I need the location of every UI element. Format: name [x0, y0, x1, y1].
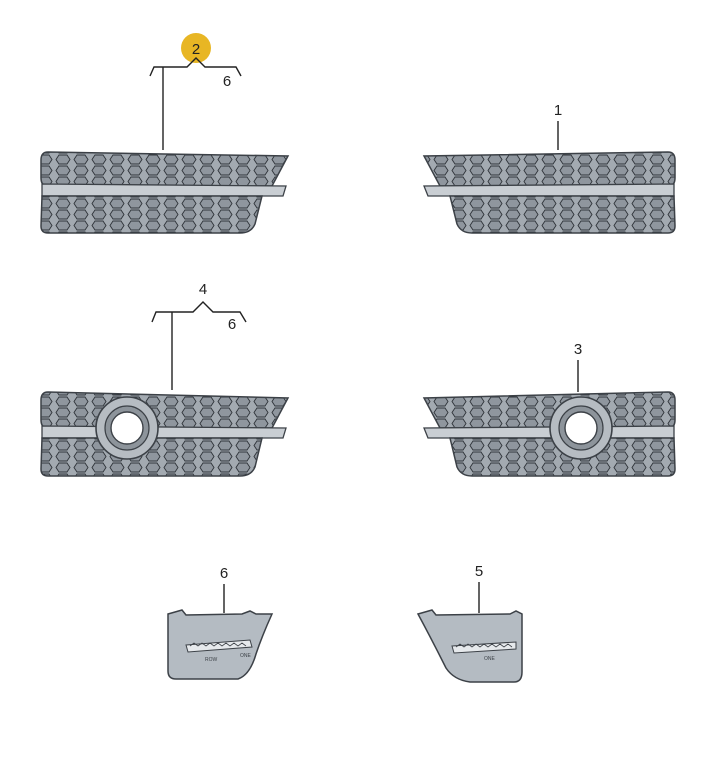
callout-label: 1 [554, 102, 562, 119]
callout-upper-left: 2 6 [149, 33, 242, 150]
callout-label: 5 [475, 563, 483, 580]
callout-label: 3 [574, 341, 582, 358]
callout-label: 2 [192, 41, 200, 58]
callout-middle-right: 3 [574, 341, 582, 392]
grille-middle-left [40, 391, 290, 477]
callout-label: 6 [223, 73, 231, 90]
grille-upper-right [422, 151, 676, 234]
callout-label: 4 [199, 281, 207, 298]
highlight-badge [181, 33, 211, 63]
callout-middle-left: 4 6 [151, 281, 247, 390]
cover-lower-right: ONE [416, 609, 523, 683]
cover-marking: ONE [240, 653, 252, 659]
fog-light-opening [564, 411, 598, 445]
callout-upper-right: 1 [554, 102, 562, 150]
cover-marking: ONE [484, 656, 496, 662]
cover-marking: ROW [205, 657, 218, 663]
cover-lower-left: ROW ONE [167, 609, 274, 680]
grille-upper-left [40, 151, 290, 234]
grille-middle-right [422, 391, 676, 477]
callout-lower-left: 6 [220, 565, 228, 613]
callout-lower-right: 5 [475, 563, 483, 613]
callout-label: 6 [228, 316, 236, 333]
fog-light-opening [110, 411, 144, 445]
callout-label: 6 [220, 565, 228, 582]
